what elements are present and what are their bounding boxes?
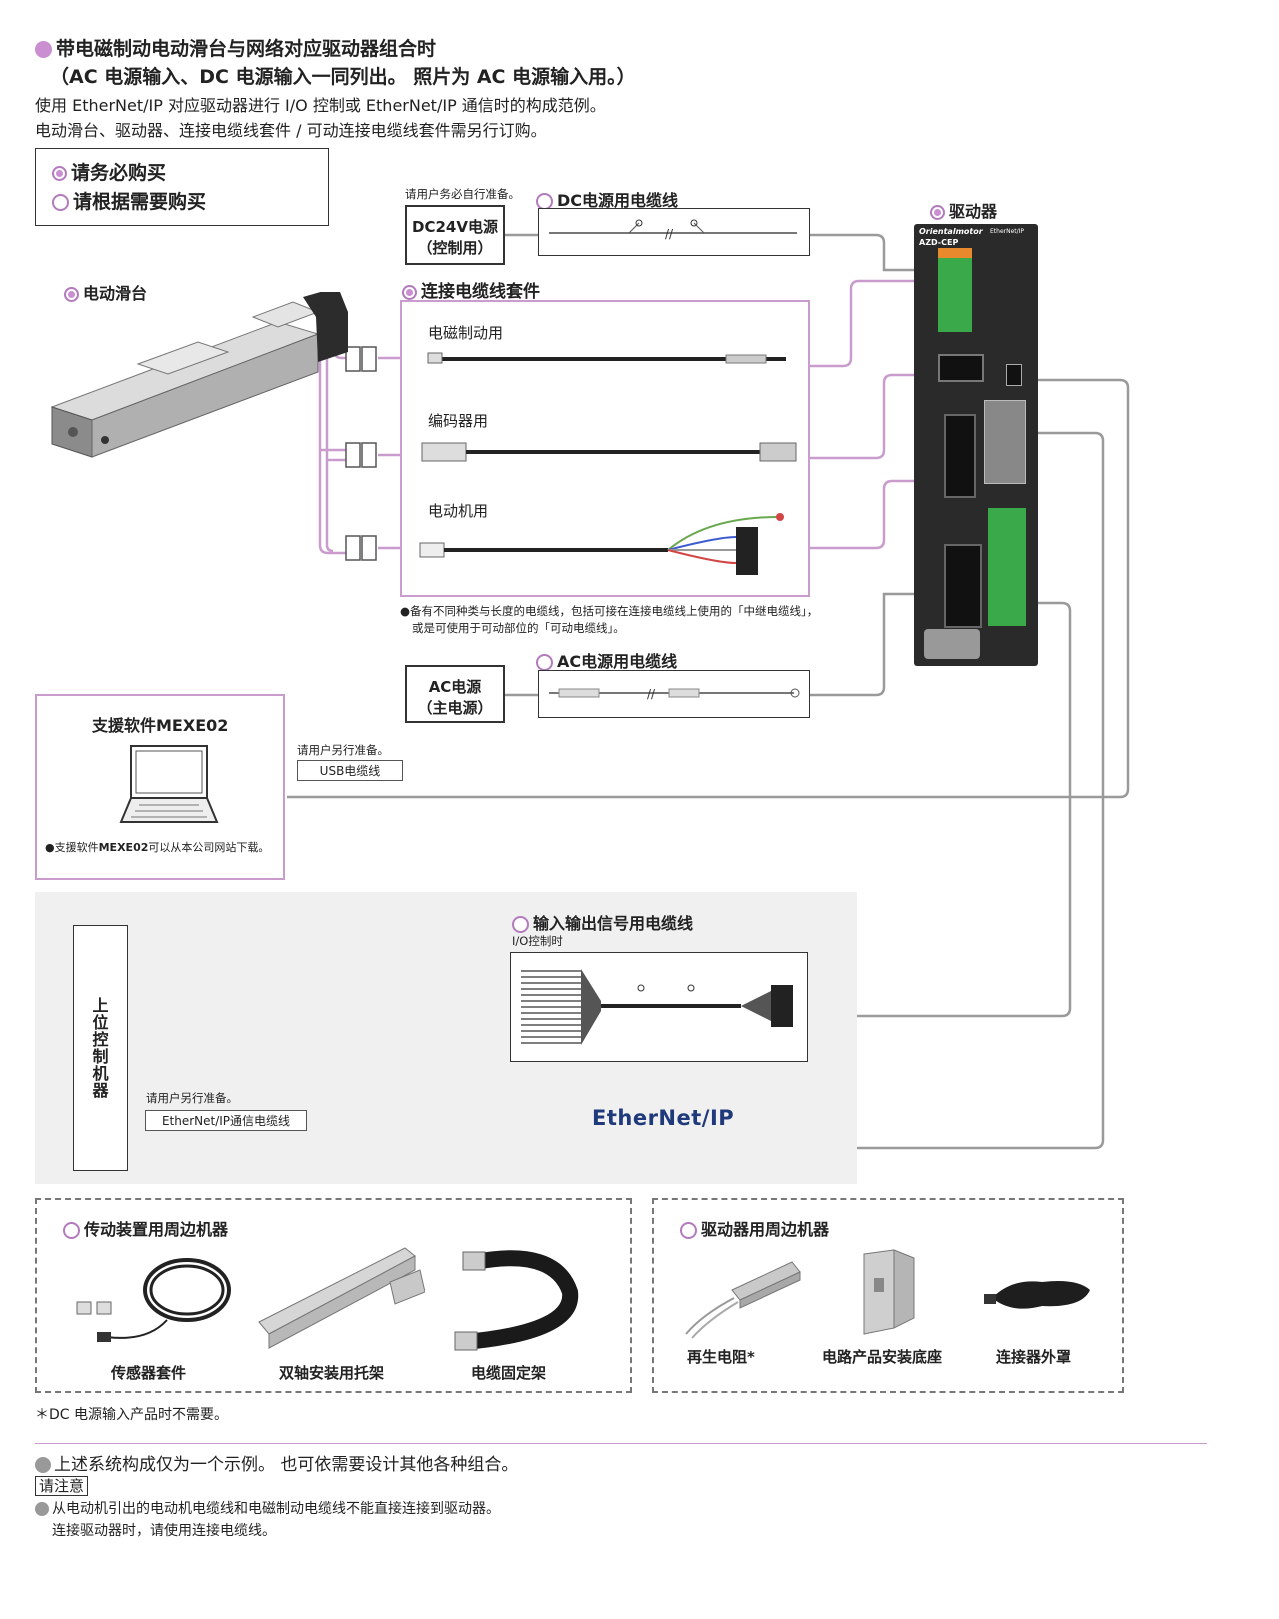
- peripheral-item-din-rail-base: 电路产品安装底座: [822, 1348, 943, 1366]
- kit-note-line-1: ●备有不同种类与长度的电缆线，包括可接在连接电缆线上使用的「中继电缆线」，: [400, 604, 819, 618]
- ac-power-cable-box: //: [538, 670, 810, 718]
- ac-cable-label: AC电源用电缆线: [536, 648, 677, 672]
- connector-cover-image: [984, 1281, 1090, 1309]
- usb-cable-label: USB电缆线: [297, 760, 403, 781]
- ac-power-box: AC电源 （主电源）: [405, 665, 505, 723]
- electric-slider-image: [50, 292, 348, 458]
- peripheral-item-mounting-bracket: 双轴安装用托架: [279, 1364, 385, 1382]
- peripheral-item-cable-carrier: 电缆固定架: [471, 1364, 547, 1382]
- kit-note-line-2: 或是可使用于可动部位的「可动电缆线」。: [412, 621, 625, 635]
- driver-cn1-header: [938, 248, 972, 258]
- io-cable-image: [521, 969, 793, 1045]
- software-download-note: ●支援软件MEXE02可以从本公司网站下载。: [45, 841, 270, 854]
- driver-model: AZD-CEP: [919, 238, 959, 247]
- actuator-peripherals-box: 传动装置用周边机器 传感器套件 双轴安装用托架 电缆固定架: [35, 1198, 632, 1393]
- page-subtitle: （AC 电源输入、DC 电源输入一同列出。 照片为 AC 电源输入用。）: [50, 66, 636, 88]
- driver-ethernet-ports: [984, 400, 1026, 484]
- driver-motor-port: [944, 414, 976, 498]
- ring-circle-icon: [680, 1222, 697, 1239]
- dc24v-power-box: DC24V电源 （控制用）: [405, 205, 505, 265]
- driver-image: Orientalmotor EtherNet/IP AZD-CEP: [914, 224, 1038, 666]
- peripheral-item-regenerative-resistor: 再生电阻*: [687, 1348, 755, 1366]
- laptop-icon: [119, 745, 219, 823]
- footer-divider: [35, 1443, 1207, 1444]
- encoder-cable-image: [421, 442, 797, 462]
- target-circle-icon: [402, 284, 417, 300]
- driver-cn4-port: [944, 544, 982, 628]
- mounting-bracket-image: [258, 1247, 425, 1349]
- software-box: 支援软件MEXE02 ●支援软件MEXE02可以从本公司网站下载。: [35, 694, 285, 880]
- motor-cable-image: [419, 513, 784, 575]
- driver-cn7-io-connector: [988, 508, 1026, 626]
- driver-peripherals-title: 驱动器用周边机器: [680, 1216, 829, 1240]
- svg-text://: //: [665, 227, 674, 241]
- cable-kit-box: 电磁制动用 编码器用 电动机用: [400, 300, 810, 597]
- gray-circle-icon: [35, 1502, 49, 1516]
- ac-cable-image: //: [549, 687, 800, 701]
- ethernet-ip-logo: EtherNet/IP: [592, 1106, 735, 1130]
- driver-brand: Orientalmotor: [919, 227, 983, 236]
- target-circle-icon: [930, 205, 945, 220]
- actuator-peripherals-title: 传动装置用周边机器: [63, 1216, 228, 1240]
- cable-kit-label: 连接电缆线套件: [402, 277, 540, 302]
- legend-must-buy: 请务必购买: [52, 158, 166, 185]
- driver-cn1-connector: [938, 254, 972, 332]
- dc-input-footnote: ＊DC 电源输入产品时不需要。: [35, 1407, 229, 1423]
- slider-label: 电动滑台: [64, 280, 147, 304]
- description-line-2: 电动滑台、驱动器、连接电缆线套件 / 可动连接电缆线套件需另行订购。: [35, 121, 547, 140]
- peripheral-item-connector-cover: 连接器外罩: [996, 1348, 1072, 1366]
- eip-cable-label: EtherNet/IP通信电缆线: [145, 1110, 307, 1131]
- software-title: 支援软件MEXE02: [92, 716, 229, 735]
- footer-caution-line-2: 连接驱动器时，请使用连接电缆线。: [52, 1523, 276, 1539]
- target-circle-icon: [52, 166, 67, 181]
- dc-prepare-note: 请用户务必自行准备。: [405, 187, 520, 201]
- description-line-1: 使用 EtherNet/IP 对应驱动器进行 I/O 控制或 EtherNet/…: [35, 96, 606, 115]
- motor-cable-label: 电动机用: [428, 502, 489, 520]
- dc-power-cable-box: //: [538, 208, 810, 256]
- legend-box: 请务必购买 请根据需要购买: [35, 148, 329, 226]
- driver-peripherals-box: 驱动器用周边机器 再生电阻* 电路产品安装底座 连接器外罩: [652, 1198, 1124, 1393]
- eip-prepare-note: 请用户另行准备。: [146, 1091, 238, 1105]
- dc-cable-image: //: [549, 219, 797, 241]
- ring-circle-icon: [512, 916, 529, 933]
- driver-terminal-screws: [924, 629, 980, 659]
- brake-cable-label: 电磁制动用: [428, 324, 504, 342]
- sensor-kit-image: [76, 1258, 231, 1342]
- brake-cable-image: [427, 352, 786, 364]
- driver-label: 驱动器: [930, 198, 997, 222]
- din-rail-base-image: [863, 1249, 915, 1335]
- svg-text://: //: [647, 687, 656, 701]
- ring-circle-icon: [63, 1222, 80, 1239]
- peripheral-item-sensor-kit: 传感器套件: [111, 1364, 187, 1382]
- ring-circle-icon: [52, 194, 69, 211]
- encoder-cable-label: 编码器用: [428, 412, 489, 430]
- usb-prepare-note: 请用户另行准备。: [297, 743, 389, 757]
- target-circle-icon: [64, 287, 79, 302]
- io-cable-box: [510, 952, 808, 1062]
- host-controller-box: 上 位 控 制 机 器: [73, 925, 128, 1171]
- driver-usb-port: [1006, 364, 1022, 386]
- attention-badge: 请注意: [35, 1476, 89, 1496]
- io-cable-label: 输入输出信号用电缆线: [512, 910, 693, 934]
- gray-circle-icon: [35, 1457, 51, 1473]
- dc-cable-label: DC电源用电缆线: [536, 187, 678, 211]
- ring-circle-icon: [536, 654, 553, 671]
- filled-circle-icon: [35, 41, 52, 58]
- cable-carrier-image: [454, 1250, 579, 1351]
- io-control-note: I/O控制时: [512, 934, 563, 948]
- legend-buy-as-needed: 请根据需要购买: [52, 187, 206, 214]
- footer-caution-line-1: 从电动机引出的电动机电缆线和电磁制动电缆线不能直接连接到驱动器。: [35, 1498, 500, 1518]
- driver-network: EtherNet/IP: [990, 228, 1025, 235]
- page-title: 带电磁制动电动滑台与网络对应驱动器组合时: [35, 34, 436, 61]
- footer-example-note: 上述系统构成仅为一个示例。 也可依需要设计其他各种组合。: [35, 1450, 518, 1475]
- regenerative-resistor-image: [685, 1261, 801, 1339]
- driver-cn2-encoder-port: [938, 354, 984, 382]
